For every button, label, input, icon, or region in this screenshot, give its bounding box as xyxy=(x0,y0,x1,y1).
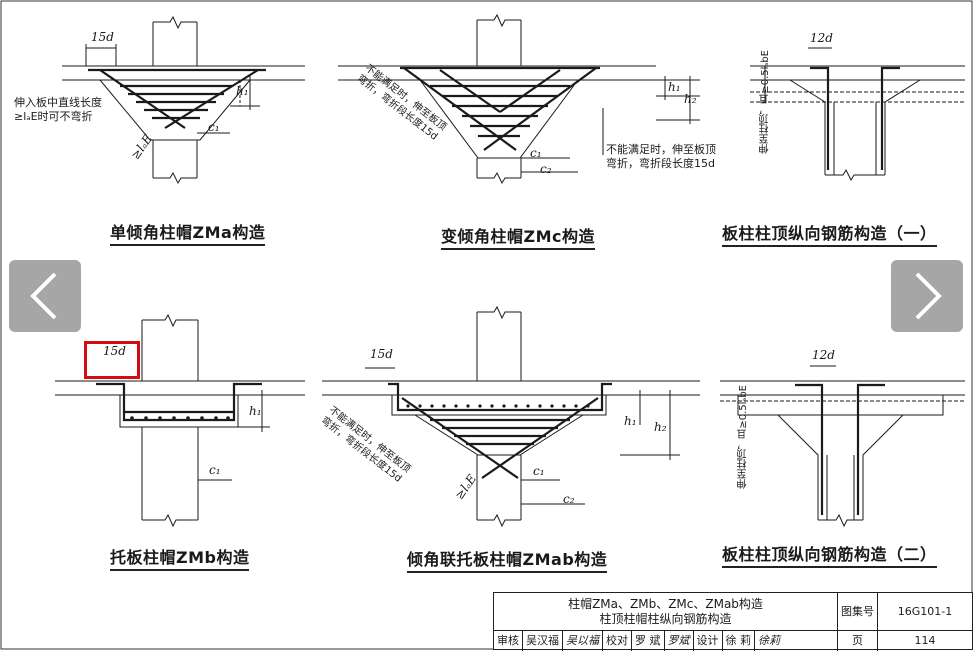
check-name: 罗 斌 xyxy=(632,631,665,651)
dim-h2-zmab: h₂ xyxy=(654,420,667,434)
dim-h2-zmc: h₂ xyxy=(684,92,697,106)
page-value: 114 xyxy=(914,634,936,647)
caption-zmc: 变倾角柱帽ZMc构造 xyxy=(441,223,596,250)
design-sign: 徐莉 xyxy=(758,634,780,647)
dim-c2-zmab: c₂ xyxy=(563,492,575,506)
note-straight-line2: ≥lₐE时可不弯折 xyxy=(14,110,93,123)
note-straight-line1: 伸入板中直线长度 xyxy=(14,96,102,109)
caption-slab-2: 板柱柱顶纵向钢筋构造（二） xyxy=(722,541,937,568)
dim-15d-zmb: 15d xyxy=(103,344,126,358)
note-slab-top-1: 伸至柱顶，且≥0.5lₐbE xyxy=(760,50,771,154)
check-label: 校对 xyxy=(603,631,632,651)
atlas-value: 16G101-1 xyxy=(878,593,972,631)
page-label: 页 xyxy=(838,631,878,651)
atlas-label: 图集号 xyxy=(838,593,878,631)
review-name: 吴汉福 xyxy=(523,631,563,651)
dim-c1-zmb: c₁ xyxy=(209,463,221,477)
check-sign: 罗斌 xyxy=(665,631,694,651)
dim-c1-zma: c₁ xyxy=(208,120,220,134)
dim-h1-zma: h₁ xyxy=(236,84,249,98)
dim-c2-zmc: c₂ xyxy=(540,162,552,176)
design-label: 设计 xyxy=(694,631,723,651)
caption-zma: 单倾角柱帽ZMa构造 xyxy=(110,219,266,246)
note-bend-right: 不能满足时，伸至板顶 弯折，弯折段长度15d xyxy=(606,143,716,171)
note-bend-right-line1: 不能满足时，伸至板顶 xyxy=(606,143,716,156)
title-block: 柱帽ZMa、ZMb、ZMc、ZMab构造 柱顶柱帽柱纵向钢筋构造 图集号 16G… xyxy=(493,592,973,651)
dim-h1-zmc: h₁ xyxy=(668,80,681,94)
title-block-title: 柱帽ZMa、ZMb、ZMc、ZMab构造 柱顶柱帽柱纵向钢筋构造 xyxy=(494,593,838,631)
dim-c1-zmab: c₁ xyxy=(533,464,545,478)
chevron-right-icon xyxy=(915,272,942,320)
note-bend-right-line2: 弯折，弯折段长度15d xyxy=(606,157,715,170)
dim-12d-slab1: 12d xyxy=(810,31,833,45)
title-line-2: 柱顶柱帽柱纵向钢筋构造 xyxy=(599,612,732,626)
review-sign: 吴以福 xyxy=(563,631,603,651)
highlight-box xyxy=(84,341,140,379)
caption-zmb: 托板柱帽ZMb构造 xyxy=(110,544,250,571)
caption-slab-1: 板柱柱顶纵向钢筋构造（一） xyxy=(722,220,937,247)
note-straight-length: 伸入板中直线长度 ≥lₐE时可不弯折 xyxy=(14,96,102,124)
next-button[interactable] xyxy=(891,260,963,332)
dim-h1-zmab: h₁ xyxy=(624,414,637,428)
prev-button[interactable] xyxy=(9,260,81,332)
dim-12d-slab2: 12d xyxy=(812,348,835,362)
dim-c1-zmc: c₁ xyxy=(530,146,542,160)
title-line-1: 柱帽ZMa、ZMb、ZMc、ZMab构造 xyxy=(568,597,763,611)
chevron-left-icon xyxy=(30,272,57,320)
design-name: 徐 莉 xyxy=(723,631,755,651)
note-slab-top-2: 伸至柱顶，且≥0.5lₐbE xyxy=(738,385,749,489)
dim-15d-zma: 15d xyxy=(91,30,114,44)
dim-15d-zmab: 15d xyxy=(370,347,393,361)
signature-row: 审核吴汉福吴以福校对罗 斌罗斌设计徐 莉徐莉 xyxy=(494,631,838,651)
review-label: 审核 xyxy=(494,631,523,651)
dim-h1-zmb: h₁ xyxy=(249,404,262,418)
caption-zmab: 倾角联托板柱帽ZMab构造 xyxy=(407,546,608,573)
